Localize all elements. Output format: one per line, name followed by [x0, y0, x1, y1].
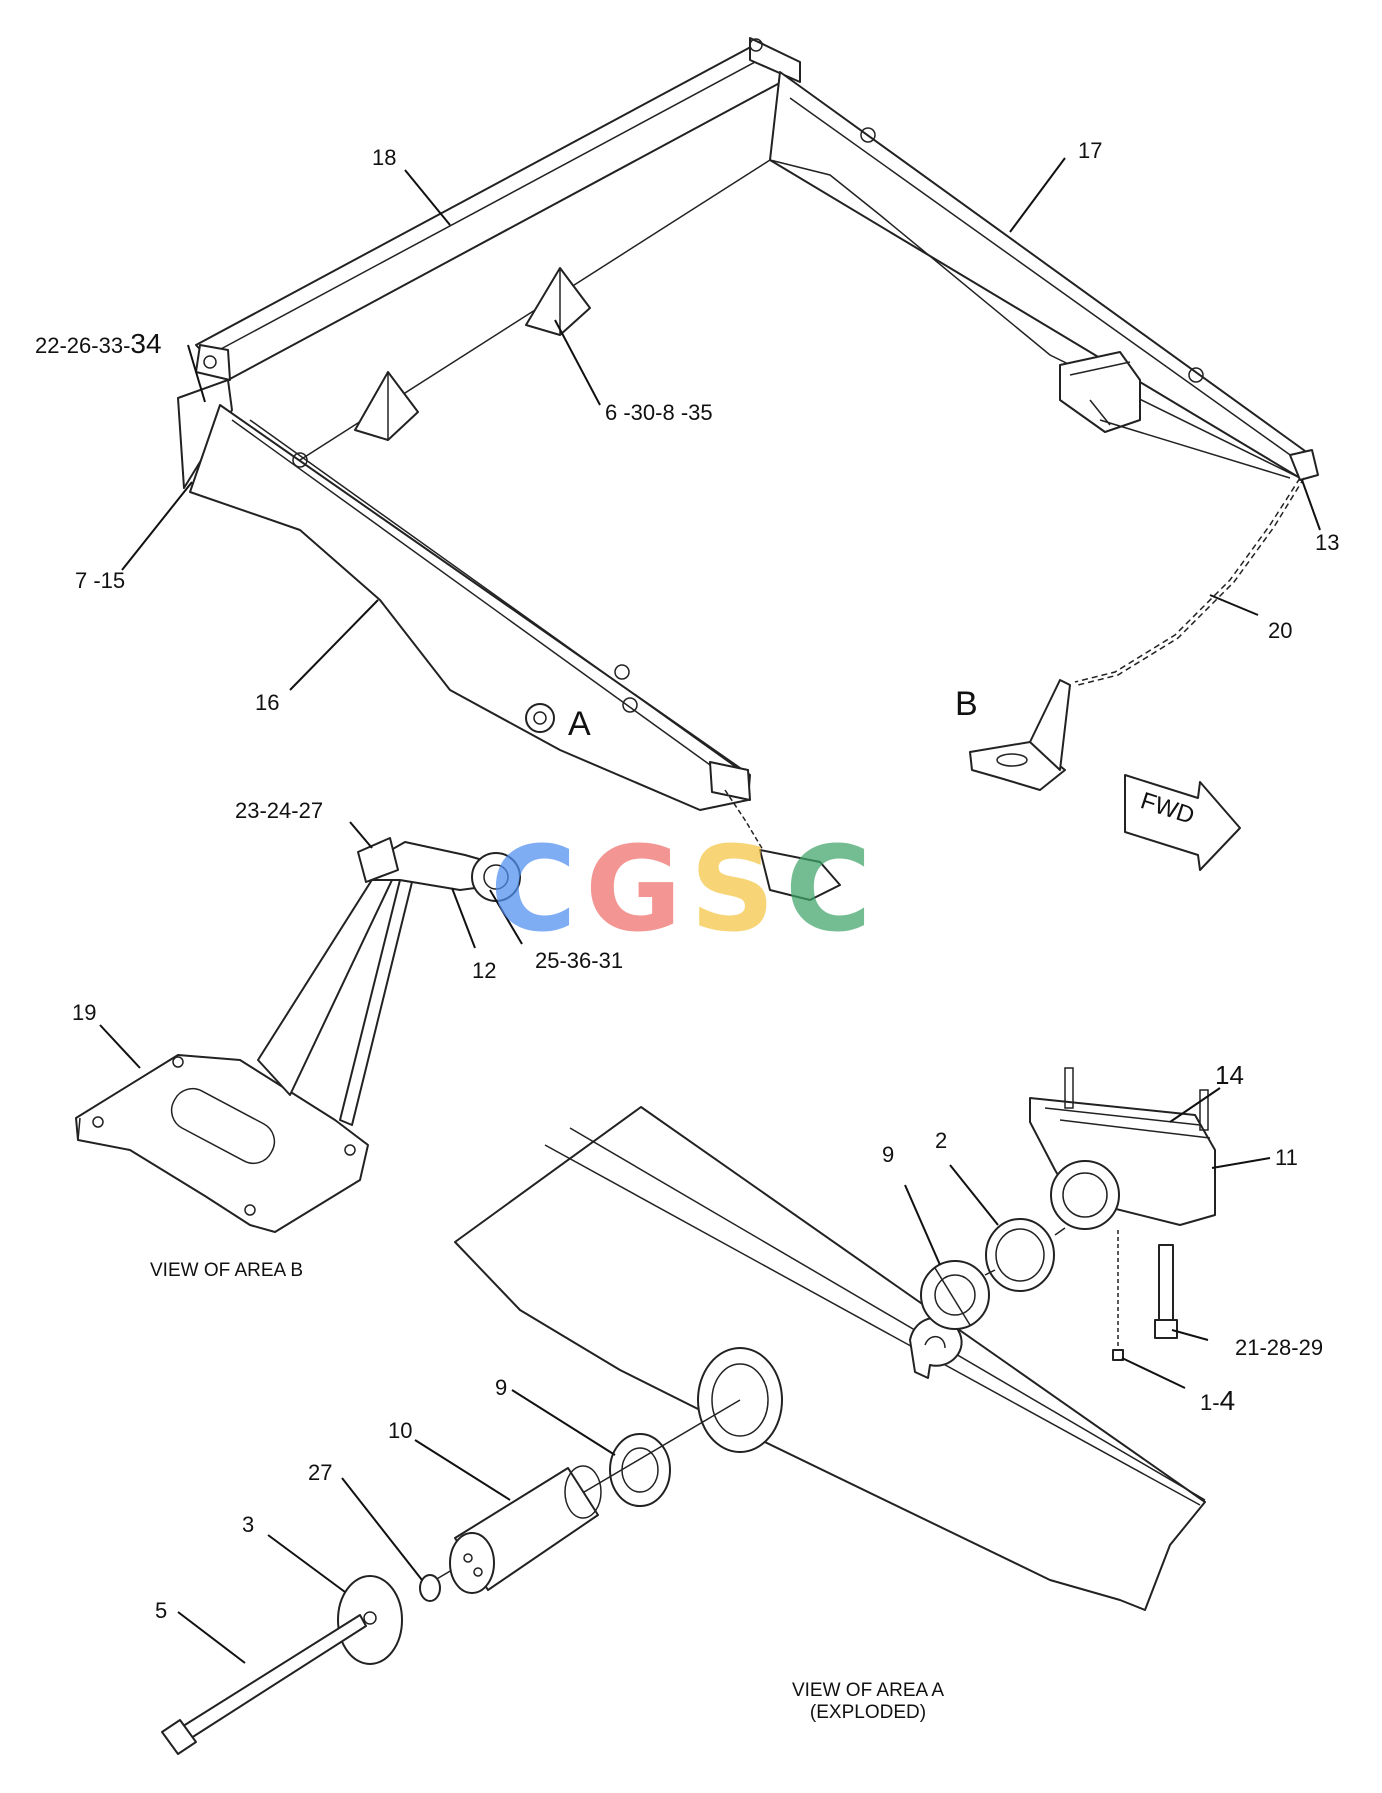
callout-6-30-8-35: 6 -30-8 -35: [605, 400, 713, 425]
callout-17: 17: [1078, 138, 1103, 163]
watermark-letter-4: C: [785, 820, 872, 958]
callout-1-4: 1-4: [1200, 1385, 1235, 1417]
callout-5: 5: [155, 1598, 168, 1623]
callout-19: 19: [72, 1000, 97, 1025]
bolt-21: [1154, 1244, 1178, 1339]
callout-9-upper: 9: [882, 1142, 895, 1167]
callout-34: 34: [130, 328, 162, 359]
callout-9-lower: 9: [495, 1375, 508, 1400]
callout-16: 16: [255, 690, 280, 715]
watermark-letter-3: S: [690, 820, 775, 958]
callout-1-prefix: 1-: [1200, 1390, 1220, 1415]
bolt-1: [1112, 1230, 1124, 1361]
callout-13: 13: [1315, 530, 1340, 555]
pin-10: [449, 1465, 602, 1594]
chain-20: [1074, 477, 1305, 686]
washer-2: [985, 1218, 1055, 1292]
leader-lines: [99, 157, 1321, 1664]
boom-section: [454, 1106, 1206, 1611]
brace-line-2: [1099, 419, 1291, 479]
axis-line: [1054, 1227, 1066, 1236]
callout-10: 10: [388, 1418, 413, 1443]
pad-bracket: [1059, 351, 1141, 433]
callout-3: 3: [242, 1512, 255, 1537]
callout-25-36-31: 25-36-31: [535, 948, 624, 973]
callout-22-26-33-34: 22-26-33-34: [35, 328, 162, 360]
callout-4: 4: [1219, 1385, 1236, 1416]
bushing-9a: [920, 1260, 990, 1330]
hook-clip: [909, 1316, 963, 1379]
watermark-letter-1: C: [490, 820, 577, 958]
wedge-block-6: [354, 267, 591, 441]
callout-27: 27: [308, 1460, 333, 1485]
callout-12: 12: [472, 958, 497, 983]
callout-11: 11: [1275, 1145, 1298, 1170]
side-rail-17: [769, 71, 1319, 481]
callout-22-prefix: 22-26-33-: [35, 333, 131, 358]
callout-14: 14: [1215, 1060, 1244, 1090]
watermark-letter-2: G: [585, 820, 682, 958]
retainer-plate-3: [337, 1575, 403, 1665]
callout-18: 18: [372, 145, 397, 170]
callout-21-28-29: 21-28-29: [1235, 1335, 1324, 1360]
side-member-16: [189, 404, 751, 811]
area-b-bracket: [969, 679, 1071, 791]
callout-7-15: 7 -15: [75, 568, 126, 593]
callout-23-24-27: 23-24-27: [235, 798, 324, 823]
bushing-9b: [609, 1433, 671, 1507]
crossbar-18: [195, 37, 801, 381]
caption-view-area-b: VIEW OF AREA B: [150, 1260, 304, 1281]
callout-2: 2: [935, 1128, 948, 1153]
washer-27: [419, 1574, 441, 1602]
caption-view-area-a-line1: VIEW OF AREA A: [791, 1680, 945, 1701]
callout-20: 20: [1268, 618, 1293, 643]
axis-line-2: [984, 1269, 996, 1276]
area-a-chain: [724, 789, 841, 901]
caption-view-area-a: VIEW OF AREA A (EXPLODED): [768, 1680, 968, 1724]
link-12: [357, 837, 521, 902]
bolt-5: [161, 1614, 367, 1755]
fwd-arrow: [1124, 774, 1241, 871]
callout-area-b: B: [955, 685, 978, 723]
callout-area-a: A: [568, 705, 591, 743]
pad-bracket-11: [1029, 1067, 1216, 1230]
caption-view-area-a-line2: (EXPLODED): [809, 1702, 927, 1723]
